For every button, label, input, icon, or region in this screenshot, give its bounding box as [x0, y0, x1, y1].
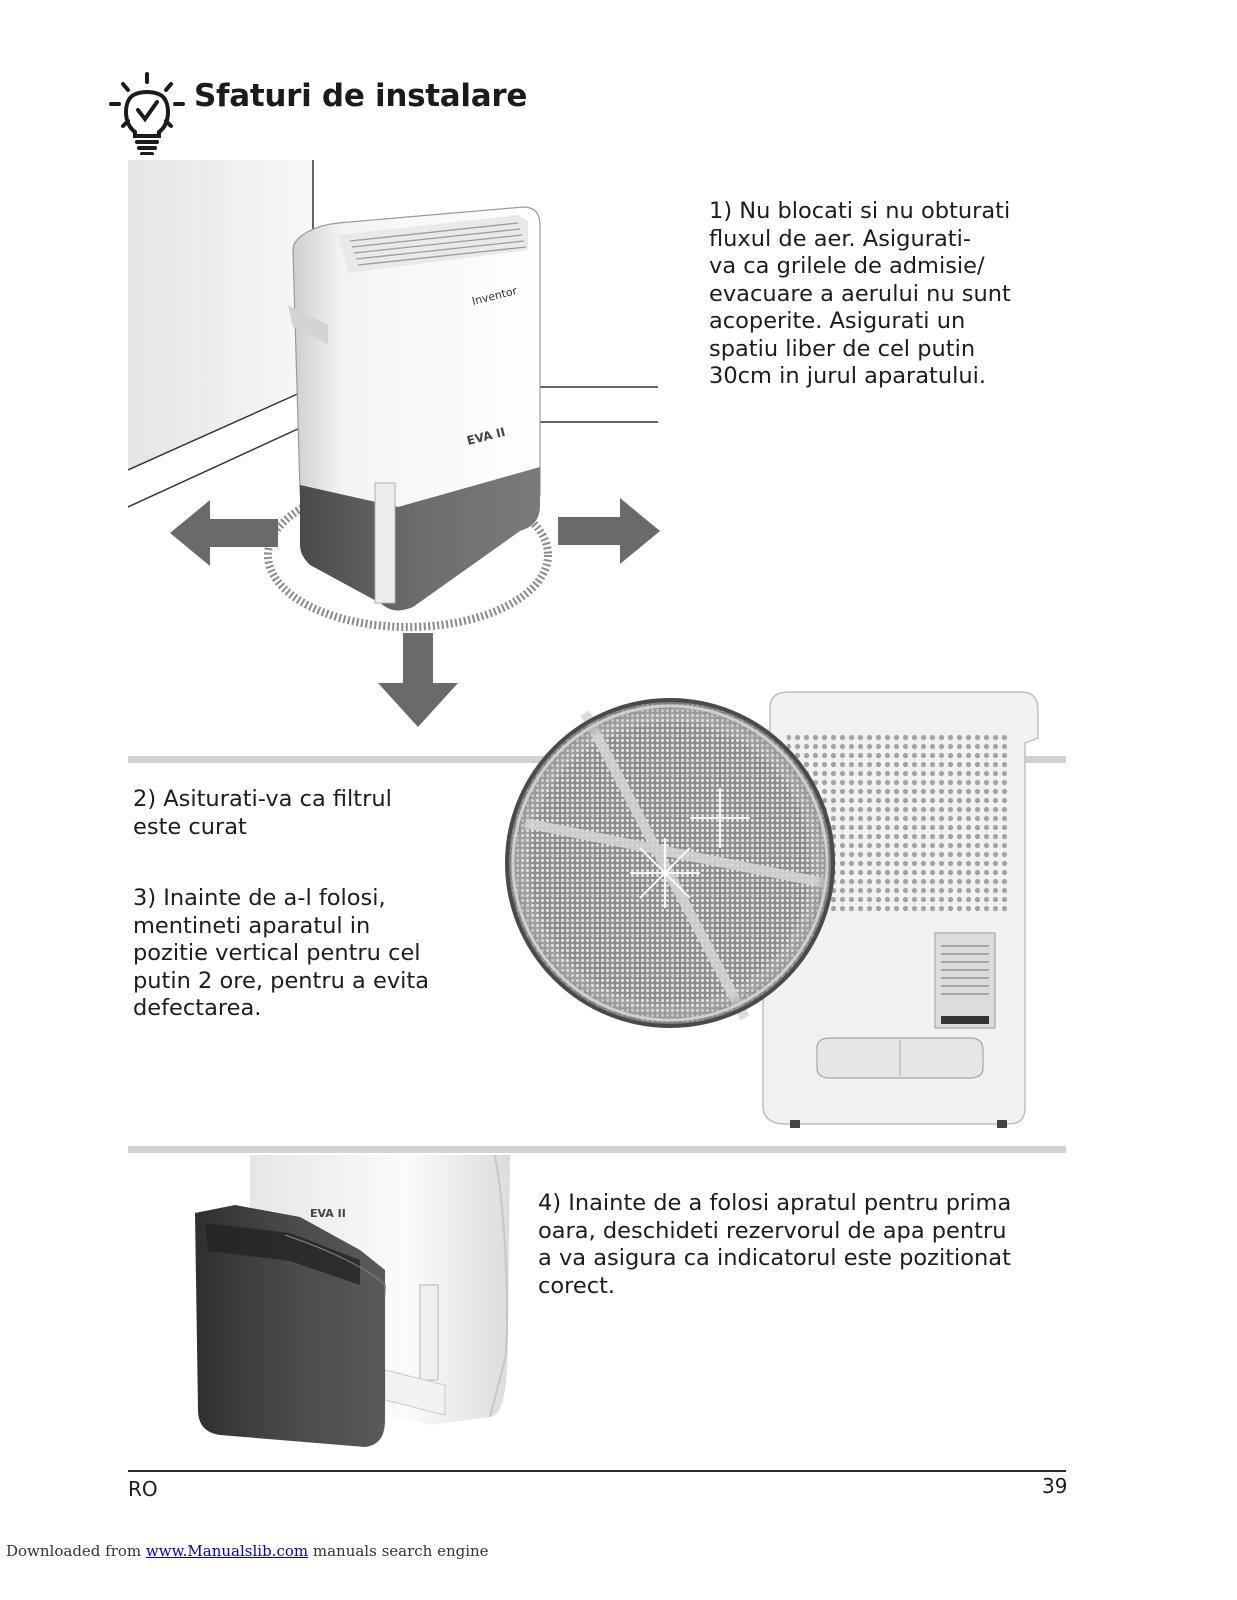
dehumidifier-clearance-illustration: Inventor EVA II [127, 155, 668, 730]
language-code: RO [128, 1477, 158, 1501]
water-tank-illustration: EVA II [190, 1154, 520, 1455]
lightbulb-check-icon [106, 70, 188, 160]
section-divider [128, 1146, 1066, 1153]
model-label-small: EVA II [310, 1207, 346, 1220]
manualslib-link[interactable]: www.Manualslib.com [145, 1542, 309, 1560]
page-title: Sfaturi de instalare [194, 78, 528, 114]
credit-prefix: Downloaded from [6, 1542, 146, 1560]
tip-4-text: 4) Inainte de a folosi apratul pentru pr… [538, 1190, 1012, 1299]
credit-suffix: manuals search engine [308, 1542, 489, 1560]
footer-divider [128, 1470, 1066, 1472]
tip-3-text: 3) Inainte de a-l folosi, mentineti apar… [133, 885, 429, 1021]
filter-check-illustration [505, 688, 1105, 1138]
tip-2-text: 2) Asiturati-va ca filtrul este curat [133, 786, 392, 840]
tip-1-text: 1) Nu blocati si nu obturati fluxul de a… [709, 198, 1011, 389]
page-number: 39 [1042, 1474, 1068, 1498]
download-credit: Downloaded from www.Manualslib.com manua… [6, 1542, 489, 1560]
